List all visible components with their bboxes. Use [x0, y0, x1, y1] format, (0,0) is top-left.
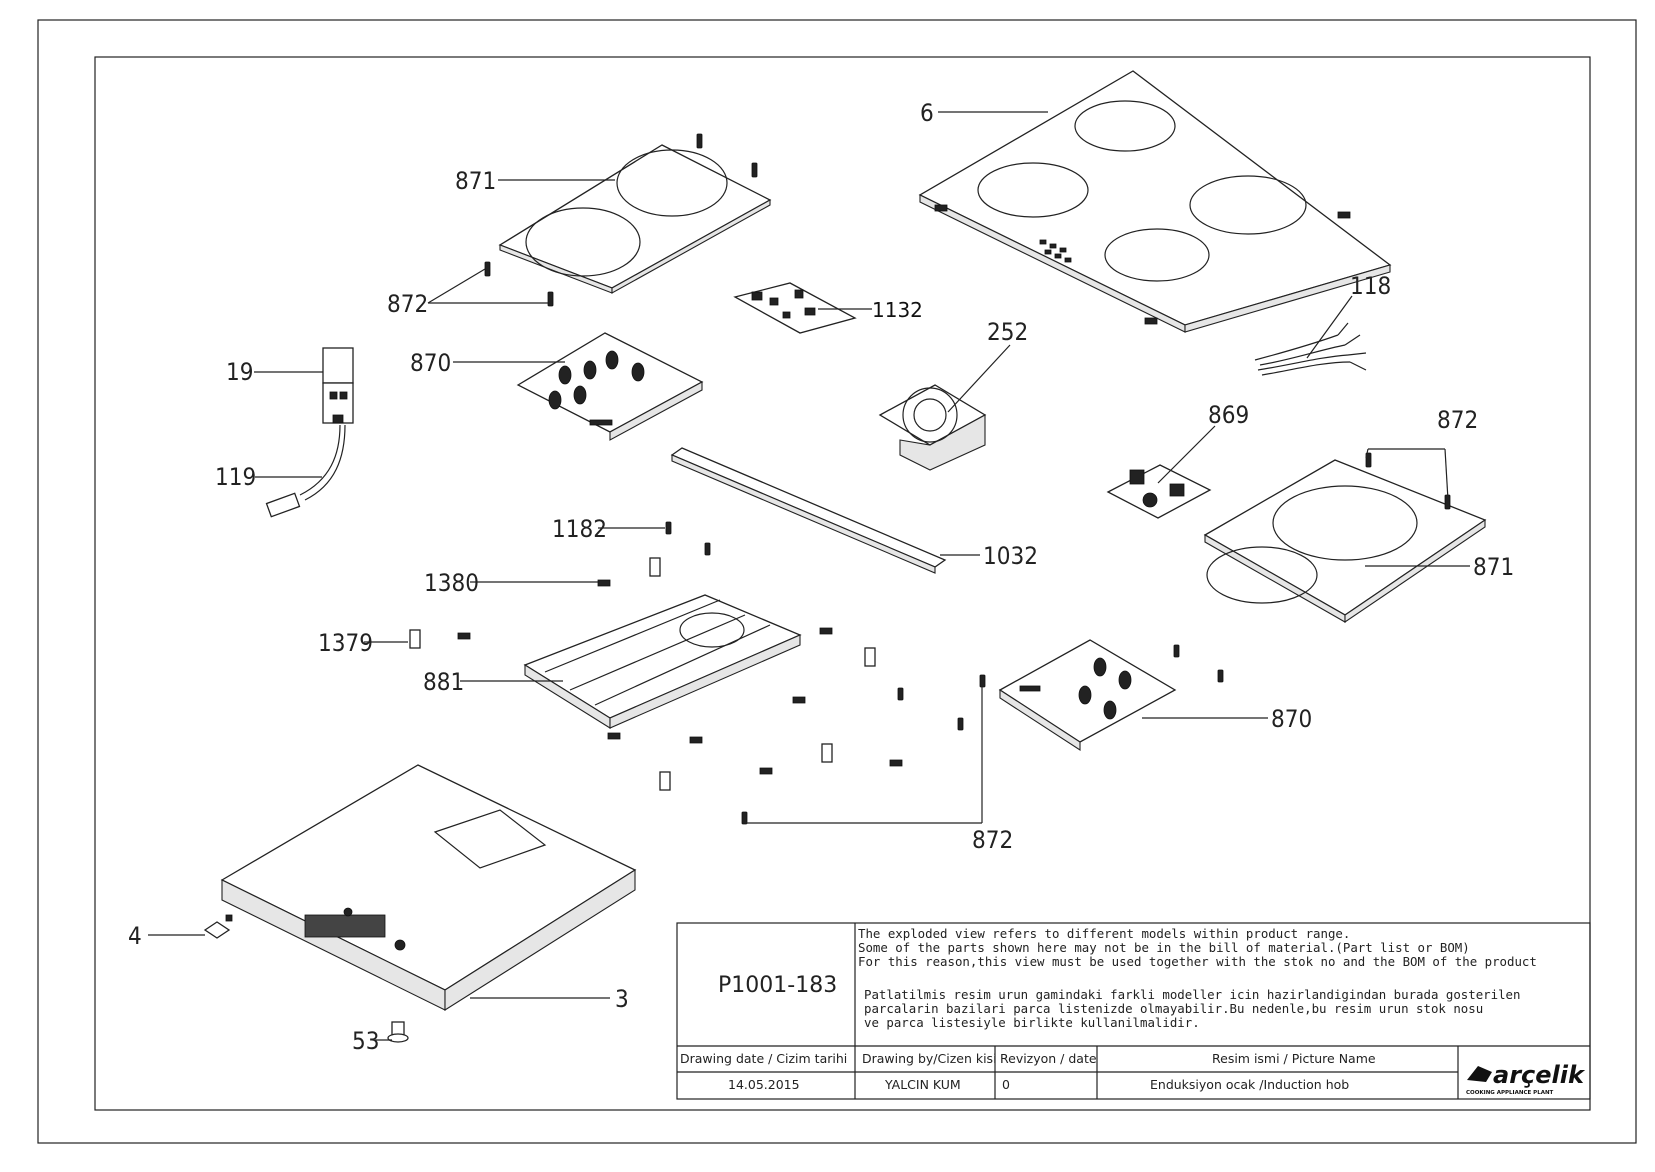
- screw-1182: [665, 521, 1224, 825]
- leader-lines: [148, 111, 1470, 1041]
- title-block: P1001-183 The exploded view refers to di…: [676, 922, 1591, 1100]
- value-picture-name: Enduksiyon ocak /Induction hob: [1150, 1077, 1349, 1092]
- value-drawn-by: YALCIN KUM: [884, 1077, 961, 1092]
- fan-252: [878, 384, 987, 471]
- glass-top-part: [918, 70, 1392, 333]
- inner-frame: [94, 56, 1591, 1111]
- note-en-3: For this reason,this view must be used t…: [858, 954, 1537, 969]
- standoff-1379: [409, 557, 876, 791]
- terminal-block-19: [322, 347, 354, 424]
- label-19: 19: [226, 358, 253, 386]
- board-869: [1106, 464, 1212, 519]
- outer-frame: [37, 19, 1637, 1144]
- label-872-right: 872: [1437, 406, 1478, 434]
- label-871-right: 871: [1473, 553, 1514, 581]
- value-revision: 0: [1002, 1077, 1010, 1092]
- board-870-right: [998, 639, 1177, 752]
- power-cable-119: [265, 424, 346, 518]
- label-1380: 1380: [424, 569, 479, 597]
- label-881: 881: [423, 668, 464, 696]
- label-252: 252: [987, 318, 1028, 346]
- note-tr-3: ve parca listesiyle birlikte kullanilmal…: [864, 1015, 1200, 1030]
- label-872-bottom: 872: [972, 826, 1013, 854]
- value-date: 14.05.2015: [728, 1077, 800, 1092]
- screw-872: [484, 133, 758, 307]
- label-119: 119: [215, 463, 256, 491]
- header-picture-name: Resim ismi / Picture Name: [1212, 1051, 1376, 1066]
- label-118: 118: [1350, 272, 1391, 300]
- coil-plate-871-left: [498, 144, 772, 294]
- wire-harness-118: [1254, 322, 1367, 376]
- note-tr-2: parcalarin bazilari parca listenizde olm…: [864, 1001, 1483, 1016]
- label-1182: 1182: [552, 515, 607, 543]
- label-870-right: 870: [1271, 705, 1312, 733]
- board-1132: [733, 282, 857, 334]
- logo-brand: arçelik: [1493, 1061, 1586, 1089]
- foot-53: [387, 1021, 409, 1043]
- label-1032: 1032: [983, 542, 1038, 570]
- clip-4: [203, 914, 233, 939]
- header-revision: Revizyon / date: [1000, 1051, 1097, 1066]
- header-date: Drawing date / Cizim tarihi: [680, 1051, 847, 1066]
- coil-plate-871-right: [1203, 459, 1487, 624]
- part-numbers: 6 871 872 1132 252 118 19 870 119 869 87…: [128, 99, 1514, 1055]
- label-53: 53: [352, 1027, 379, 1055]
- header-drawn-by: Drawing by/Cizen kisi: [862, 1051, 997, 1066]
- clip-1380: [457, 579, 903, 775]
- board-870-left: [516, 332, 704, 441]
- note-en-1: The exploded view refers to different mo…: [858, 926, 1350, 941]
- label-871-left: 871: [455, 167, 496, 195]
- note-tr-1: Patlatilmis resim urun gamindaki farkli …: [864, 987, 1520, 1002]
- label-1379: 1379: [318, 629, 373, 657]
- label-4: 4: [128, 922, 142, 950]
- label-869: 869: [1208, 401, 1249, 429]
- base-chassis-881: [523, 594, 802, 729]
- frame-bar-1032: [670, 447, 947, 574]
- label-872-top: 872: [387, 290, 428, 318]
- drawing-code: P1001-183: [718, 973, 837, 998]
- note-en-2: Some of the parts shown here may not be …: [858, 940, 1470, 955]
- label-6: 6: [920, 99, 934, 127]
- label-870-left: 870: [410, 349, 451, 377]
- arcelik-logo-icon: [1467, 1066, 1492, 1082]
- label-3: 3: [615, 985, 629, 1013]
- arcelik-logo: arçelik COOKING APPLIANCE PLANT: [1466, 1061, 1586, 1096]
- logo-tagline: COOKING APPLIANCE PLANT: [1466, 1090, 1554, 1096]
- label-1132: 1132: [872, 298, 923, 322]
- bottom-tray-3: [220, 764, 637, 1011]
